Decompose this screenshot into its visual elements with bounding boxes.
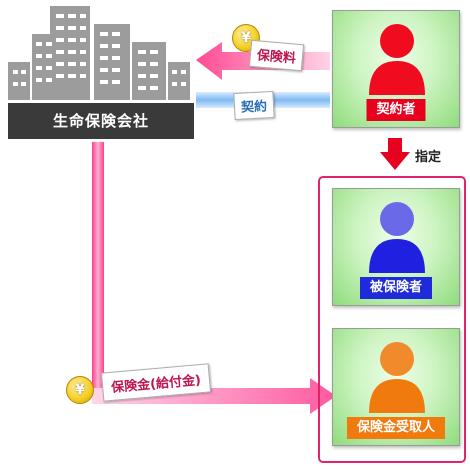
- company-name: 生命保険会社: [8, 103, 194, 139]
- policyholder-label: 契約者: [366, 99, 426, 121]
- person-icon: [369, 202, 425, 273]
- designate-arrow-icon: [380, 138, 410, 170]
- policyholder-card: 契約者: [332, 10, 460, 128]
- insured-card: 被保険者: [332, 188, 460, 306]
- designated-group: [318, 176, 466, 463]
- benefit-vertical-bar: [92, 142, 104, 400]
- benefit-arrow: [92, 378, 336, 414]
- beneficiary-card: 保険金受取人: [332, 328, 460, 446]
- designate-label: 指定: [415, 150, 442, 165]
- yen-coin-icon: ¥: [66, 376, 94, 404]
- insured-label: 被保険者: [359, 277, 433, 299]
- beneficiary-label: 保険金受取人: [346, 417, 446, 439]
- buildings-icon: [8, 6, 190, 100]
- person-icon: [369, 342, 425, 413]
- person-icon: [369, 24, 425, 95]
- contract-label: 契約: [233, 90, 275, 121]
- premium-label: 保険料: [248, 39, 305, 72]
- insurance-company: 生命保険会社: [4, 6, 194, 139]
